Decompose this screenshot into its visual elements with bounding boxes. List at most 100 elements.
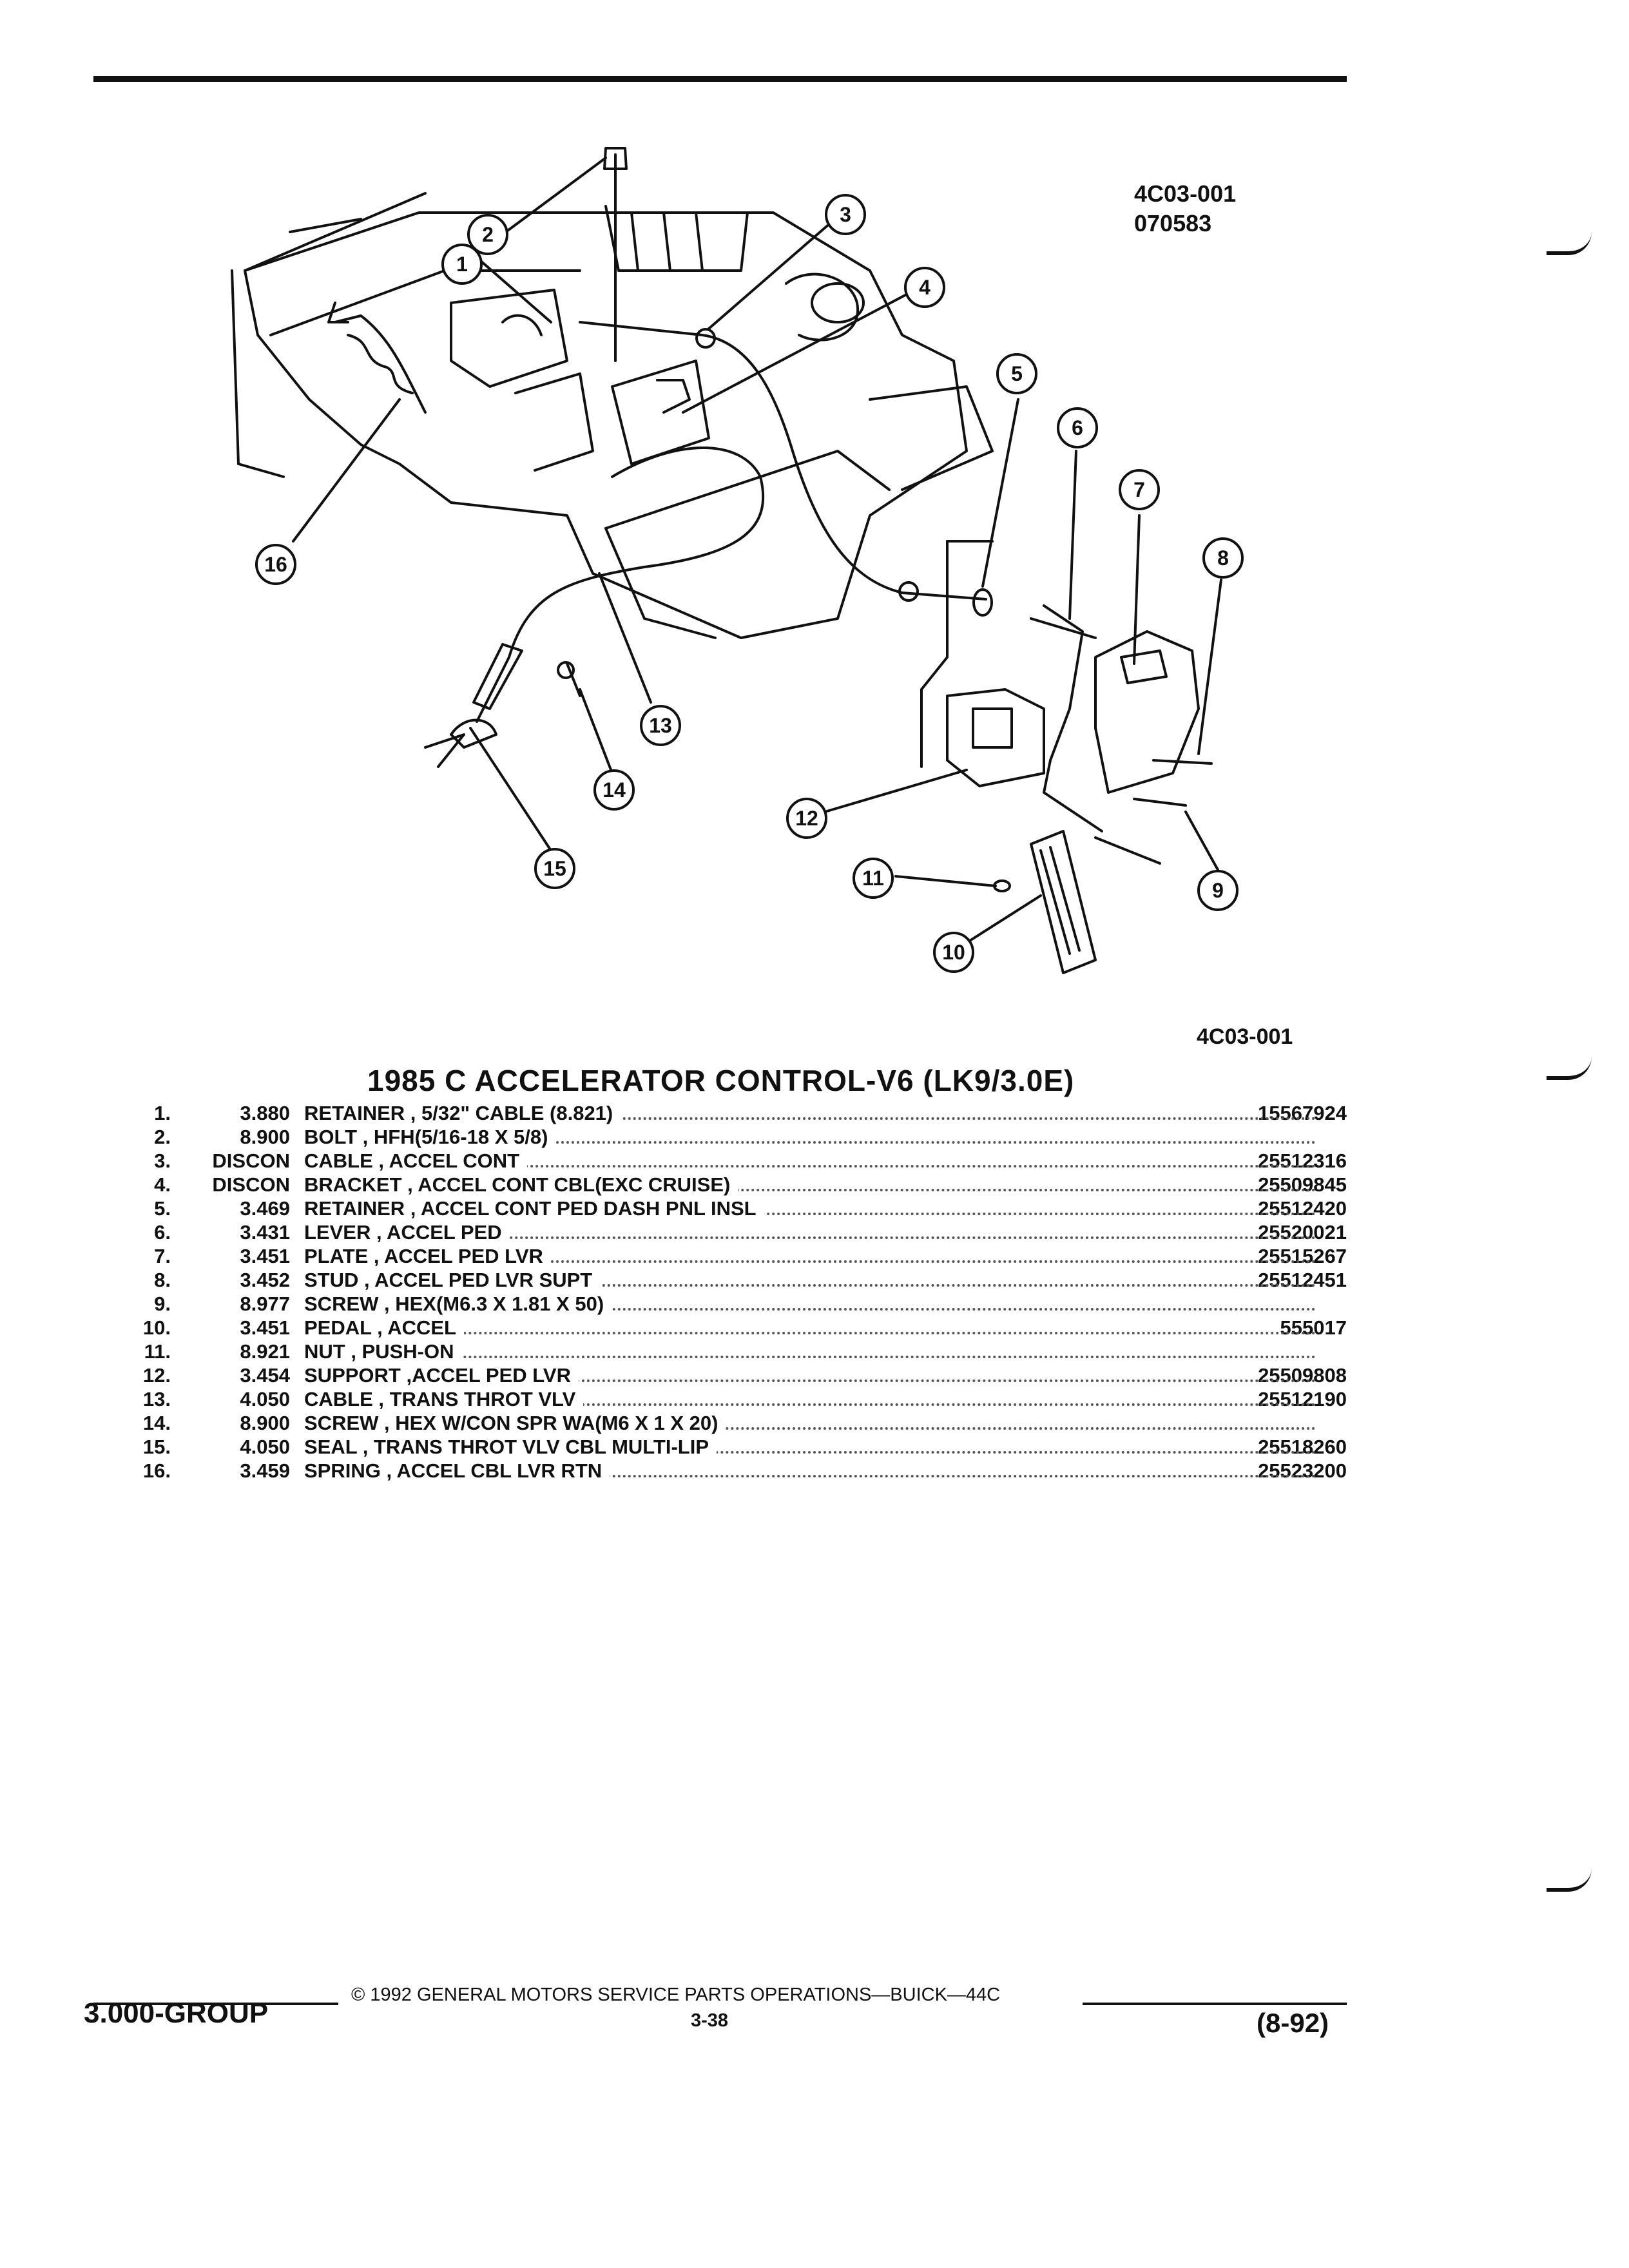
part-group-code: 4.050	[240, 1388, 290, 1410]
part-number-index: 2.	[154, 1126, 171, 1148]
part-number: 25509808	[1211, 1364, 1347, 1387]
part-description: CABLE , ACCEL CONT	[304, 1149, 528, 1172]
part-number: 25512316	[1211, 1149, 1347, 1173]
part-group-code: DISCON	[212, 1149, 290, 1172]
part-number: 25523200	[1211, 1459, 1347, 1483]
callout-11: 11	[862, 867, 884, 890]
part-group-code: 3.451	[240, 1245, 290, 1267]
callout-5: 5	[1011, 362, 1023, 385]
part-description: PEDAL , ACCEL	[304, 1316, 464, 1339]
part-group-code: 4.050	[240, 1436, 290, 1458]
part-group-code: 3.880	[240, 1102, 290, 1124]
part-number-index: 12.	[142, 1364, 171, 1387]
part-description-cell: BRACKET , ACCEL CONT CBL(EXC CRUISE)	[304, 1173, 1316, 1196]
callout-16: 16	[264, 553, 287, 576]
part-description: SCREW , HEX(M6.3 X 1.81 X 50)	[304, 1293, 612, 1315]
part-group-code: 8.921	[240, 1340, 290, 1363]
parts-row: 1. 3.880 RETAINER , 5/32" CABLE (8.821) 155…	[122, 1102, 1347, 1126]
part-number-index: 6.	[154, 1221, 171, 1244]
part-description: BRACKET , ACCEL CONT CBL(EXC CRUISE)	[304, 1173, 738, 1196]
part-group-code: 3.431	[240, 1221, 290, 1244]
part-description-cell: NUT , PUSH-ON	[304, 1340, 1316, 1363]
binder-mark	[1547, 1869, 1592, 1892]
part-description-cell: CABLE , ACCEL CONT	[304, 1149, 1316, 1173]
part-group-code: 3.459	[240, 1459, 290, 1482]
part-number: 25515267	[1211, 1245, 1347, 1268]
part-number: 25509845	[1211, 1173, 1347, 1196]
part-number-index: 16.	[142, 1459, 171, 1482]
part-description: RETAINER , ACCEL CONT PED DASH PNL INSL	[304, 1197, 764, 1220]
part-description: SCREW , HEX W/CON SPR WA(M6 X 1 X 20)	[304, 1412, 726, 1434]
part-group-code: 3.469	[240, 1197, 290, 1220]
accelerator-control-diagram: 1 2 3 4 5 6 7 8 9 10 11 12 13 14 15 16	[231, 147, 1244, 974]
part-group-code: 8.977	[240, 1293, 290, 1315]
part-description-cell: RETAINER , ACCEL CONT PED DASH PNL INSL	[304, 1197, 1316, 1220]
part-description: BOLT , HFH(5/16-18 X 5/8)	[304, 1126, 556, 1148]
part-number: 25512420	[1211, 1197, 1347, 1220]
figure-code-top: 4C03-001	[1134, 180, 1237, 207]
callout-2: 2	[482, 223, 494, 246]
part-number: 15567924	[1211, 1102, 1347, 1125]
parts-row: 6. 3.431 LEVER , ACCEL PED 25520021	[122, 1221, 1347, 1245]
part-description-cell: PLATE , ACCEL PED LVR	[304, 1245, 1316, 1268]
top-rule	[93, 76, 1347, 82]
part-number-index: 8.	[154, 1269, 171, 1291]
parts-row: 2. 8.900 BOLT , HFH(5/16-18 X 5/8)	[122, 1126, 1347, 1149]
parts-list: 1. 3.880 RETAINER , 5/32" CABLE (8.821) 155…	[122, 1102, 1347, 1483]
parts-row: 12. 3.454 SUPPORT ,ACCEL PED LVR 25509808	[122, 1364, 1347, 1388]
part-description-cell: LEVER , ACCEL PED	[304, 1221, 1316, 1244]
callout-12: 12	[795, 807, 818, 830]
part-description-cell: BOLT , HFH(5/16-18 X 5/8)	[304, 1126, 1316, 1149]
footer-rule-left	[93, 2003, 338, 2005]
part-number: 25518260	[1211, 1436, 1347, 1459]
page-title: 1985 C ACCELERATOR CONTROL-V6 (LK9/3.0E)	[367, 1064, 1075, 1097]
parts-row: 16. 3.459 SPRING , ACCEL CBL LVR RTN 255232…	[122, 1459, 1347, 1483]
part-group-code: 8.900	[240, 1126, 290, 1148]
part-number-index: 14.	[142, 1412, 171, 1434]
callout-6: 6	[1072, 416, 1083, 439]
part-group-code: 3.454	[240, 1364, 290, 1387]
part-description: LEVER , ACCEL PED	[304, 1221, 510, 1244]
part-description: SPRING , ACCEL CBL LVR RTN	[304, 1459, 610, 1482]
parts-row: 3. DISCON CABLE , ACCEL CONT 25512316	[122, 1149, 1347, 1173]
callout-10: 10	[942, 941, 965, 964]
part-number-index: 3.	[154, 1149, 171, 1172]
part-description: SUPPORT ,ACCEL PED LVR	[304, 1364, 579, 1387]
part-number: 25512190	[1211, 1388, 1347, 1411]
part-number: 555017	[1211, 1316, 1347, 1340]
callout-7: 7	[1133, 478, 1145, 501]
footer-copyright: © 1992 GENERAL MOTORS SERVICE PARTS OPER…	[351, 1984, 1001, 2005]
parts-row: 15. 4.050 SEAL , TRANS THROT VLV CBL MULTI…	[122, 1436, 1347, 1459]
callout-15: 15	[543, 857, 566, 880]
callout-9: 9	[1212, 879, 1224, 902]
part-group-code: DISCON	[212, 1173, 290, 1196]
part-group-code: 3.451	[240, 1316, 290, 1339]
callout-13: 13	[649, 714, 672, 737]
part-description-cell: CABLE , TRANS THROT VLV	[304, 1388, 1316, 1411]
part-description: RETAINER , 5/32" CABLE (8.821)	[304, 1102, 621, 1124]
part-description-cell: PEDAL , ACCEL	[304, 1316, 1316, 1340]
binder-mark	[1547, 1057, 1592, 1080]
part-number-index: 4.	[154, 1173, 171, 1196]
part-description-cell: SUPPORT ,ACCEL PED LVR	[304, 1364, 1316, 1387]
footer-date: (8-92)	[1257, 2008, 1329, 2038]
part-number: 25520021	[1211, 1221, 1347, 1244]
callout-8: 8	[1217, 546, 1229, 570]
part-number-index: 15.	[142, 1436, 171, 1458]
part-description: PLATE , ACCEL PED LVR	[304, 1245, 551, 1267]
figure-code-bottom: 4C03-001	[1197, 1024, 1293, 1049]
footer-page-number: 3-38	[691, 2010, 729, 2031]
part-description-cell: STUD , ACCEL PED LVR SUPT	[304, 1269, 1316, 1292]
binder-mark	[1547, 232, 1592, 255]
part-description-cell: SCREW , HEX(M6.3 X 1.81 X 50)	[304, 1293, 1316, 1316]
part-description-cell: SEAL , TRANS THROT VLV CBL MULTI-LIP	[304, 1436, 1316, 1459]
part-number-index: 1.	[154, 1102, 171, 1124]
